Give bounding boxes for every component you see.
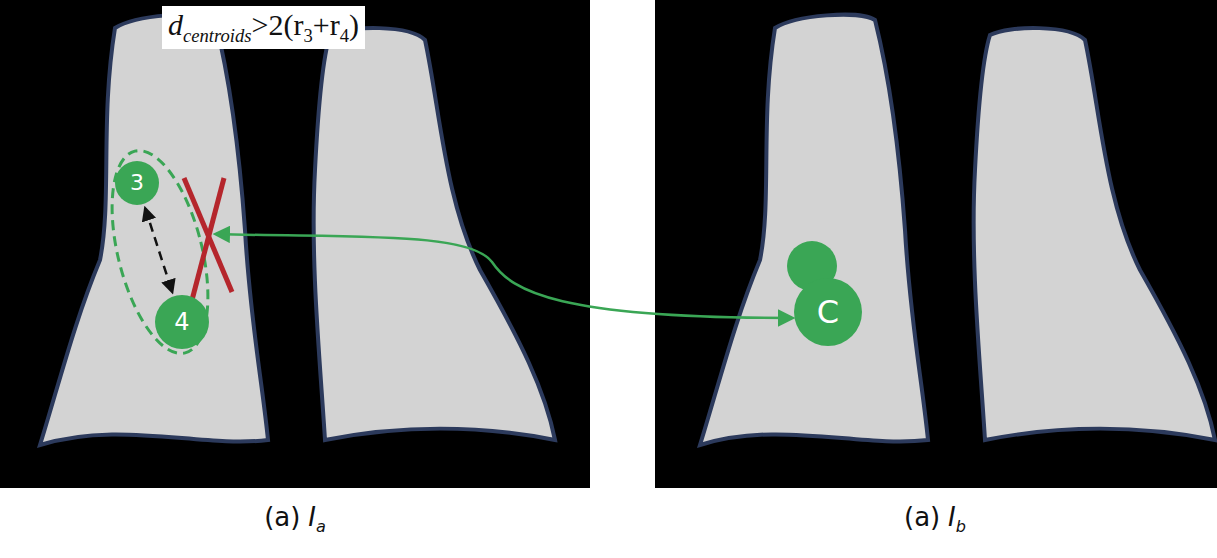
formula-part: +r: [313, 8, 340, 41]
nodule-circle: C: [794, 278, 862, 346]
callout-number: C: [817, 296, 839, 328]
image-panel: [0, 0, 590, 488]
formula-part: ): [349, 8, 359, 41]
rejection-cross: [184, 178, 232, 300]
callout-number: 4: [174, 310, 189, 334]
caption-part: (a): [904, 502, 940, 532]
formula-part: 4: [340, 25, 349, 46]
formula-part: 3: [303, 25, 312, 46]
image-caption: (a) Ib: [898, 500, 972, 538]
lung-outline: [974, 28, 1215, 440]
callout-number: 3: [130, 172, 144, 194]
lung-pair: [40, 15, 555, 445]
lung-outline: [700, 15, 928, 445]
lung-outline: [40, 15, 268, 445]
caption-part: b: [956, 517, 966, 536]
caption-part: (a): [264, 502, 300, 532]
distance-condition: dcentroids>2(r3+r4): [162, 6, 365, 49]
formula-part: centroids: [183, 25, 252, 46]
image-caption: (a) Ia: [258, 500, 332, 538]
nodule-circle: 3: [115, 161, 159, 205]
caption-part: I: [948, 502, 956, 532]
lung-outline: [314, 28, 555, 440]
grouping-ellipse: [94, 141, 226, 363]
correspondence-arrow: [216, 234, 792, 318]
nodule-circle: 4: [155, 295, 209, 349]
caption-part: a: [316, 517, 326, 536]
formula-part: d: [168, 8, 183, 41]
lung-pair: [700, 15, 1215, 445]
caption-part: I: [308, 502, 316, 532]
image-panel: [655, 0, 1217, 488]
distance-arrow: [145, 209, 172, 292]
formula-part: >2(r: [252, 8, 304, 41]
